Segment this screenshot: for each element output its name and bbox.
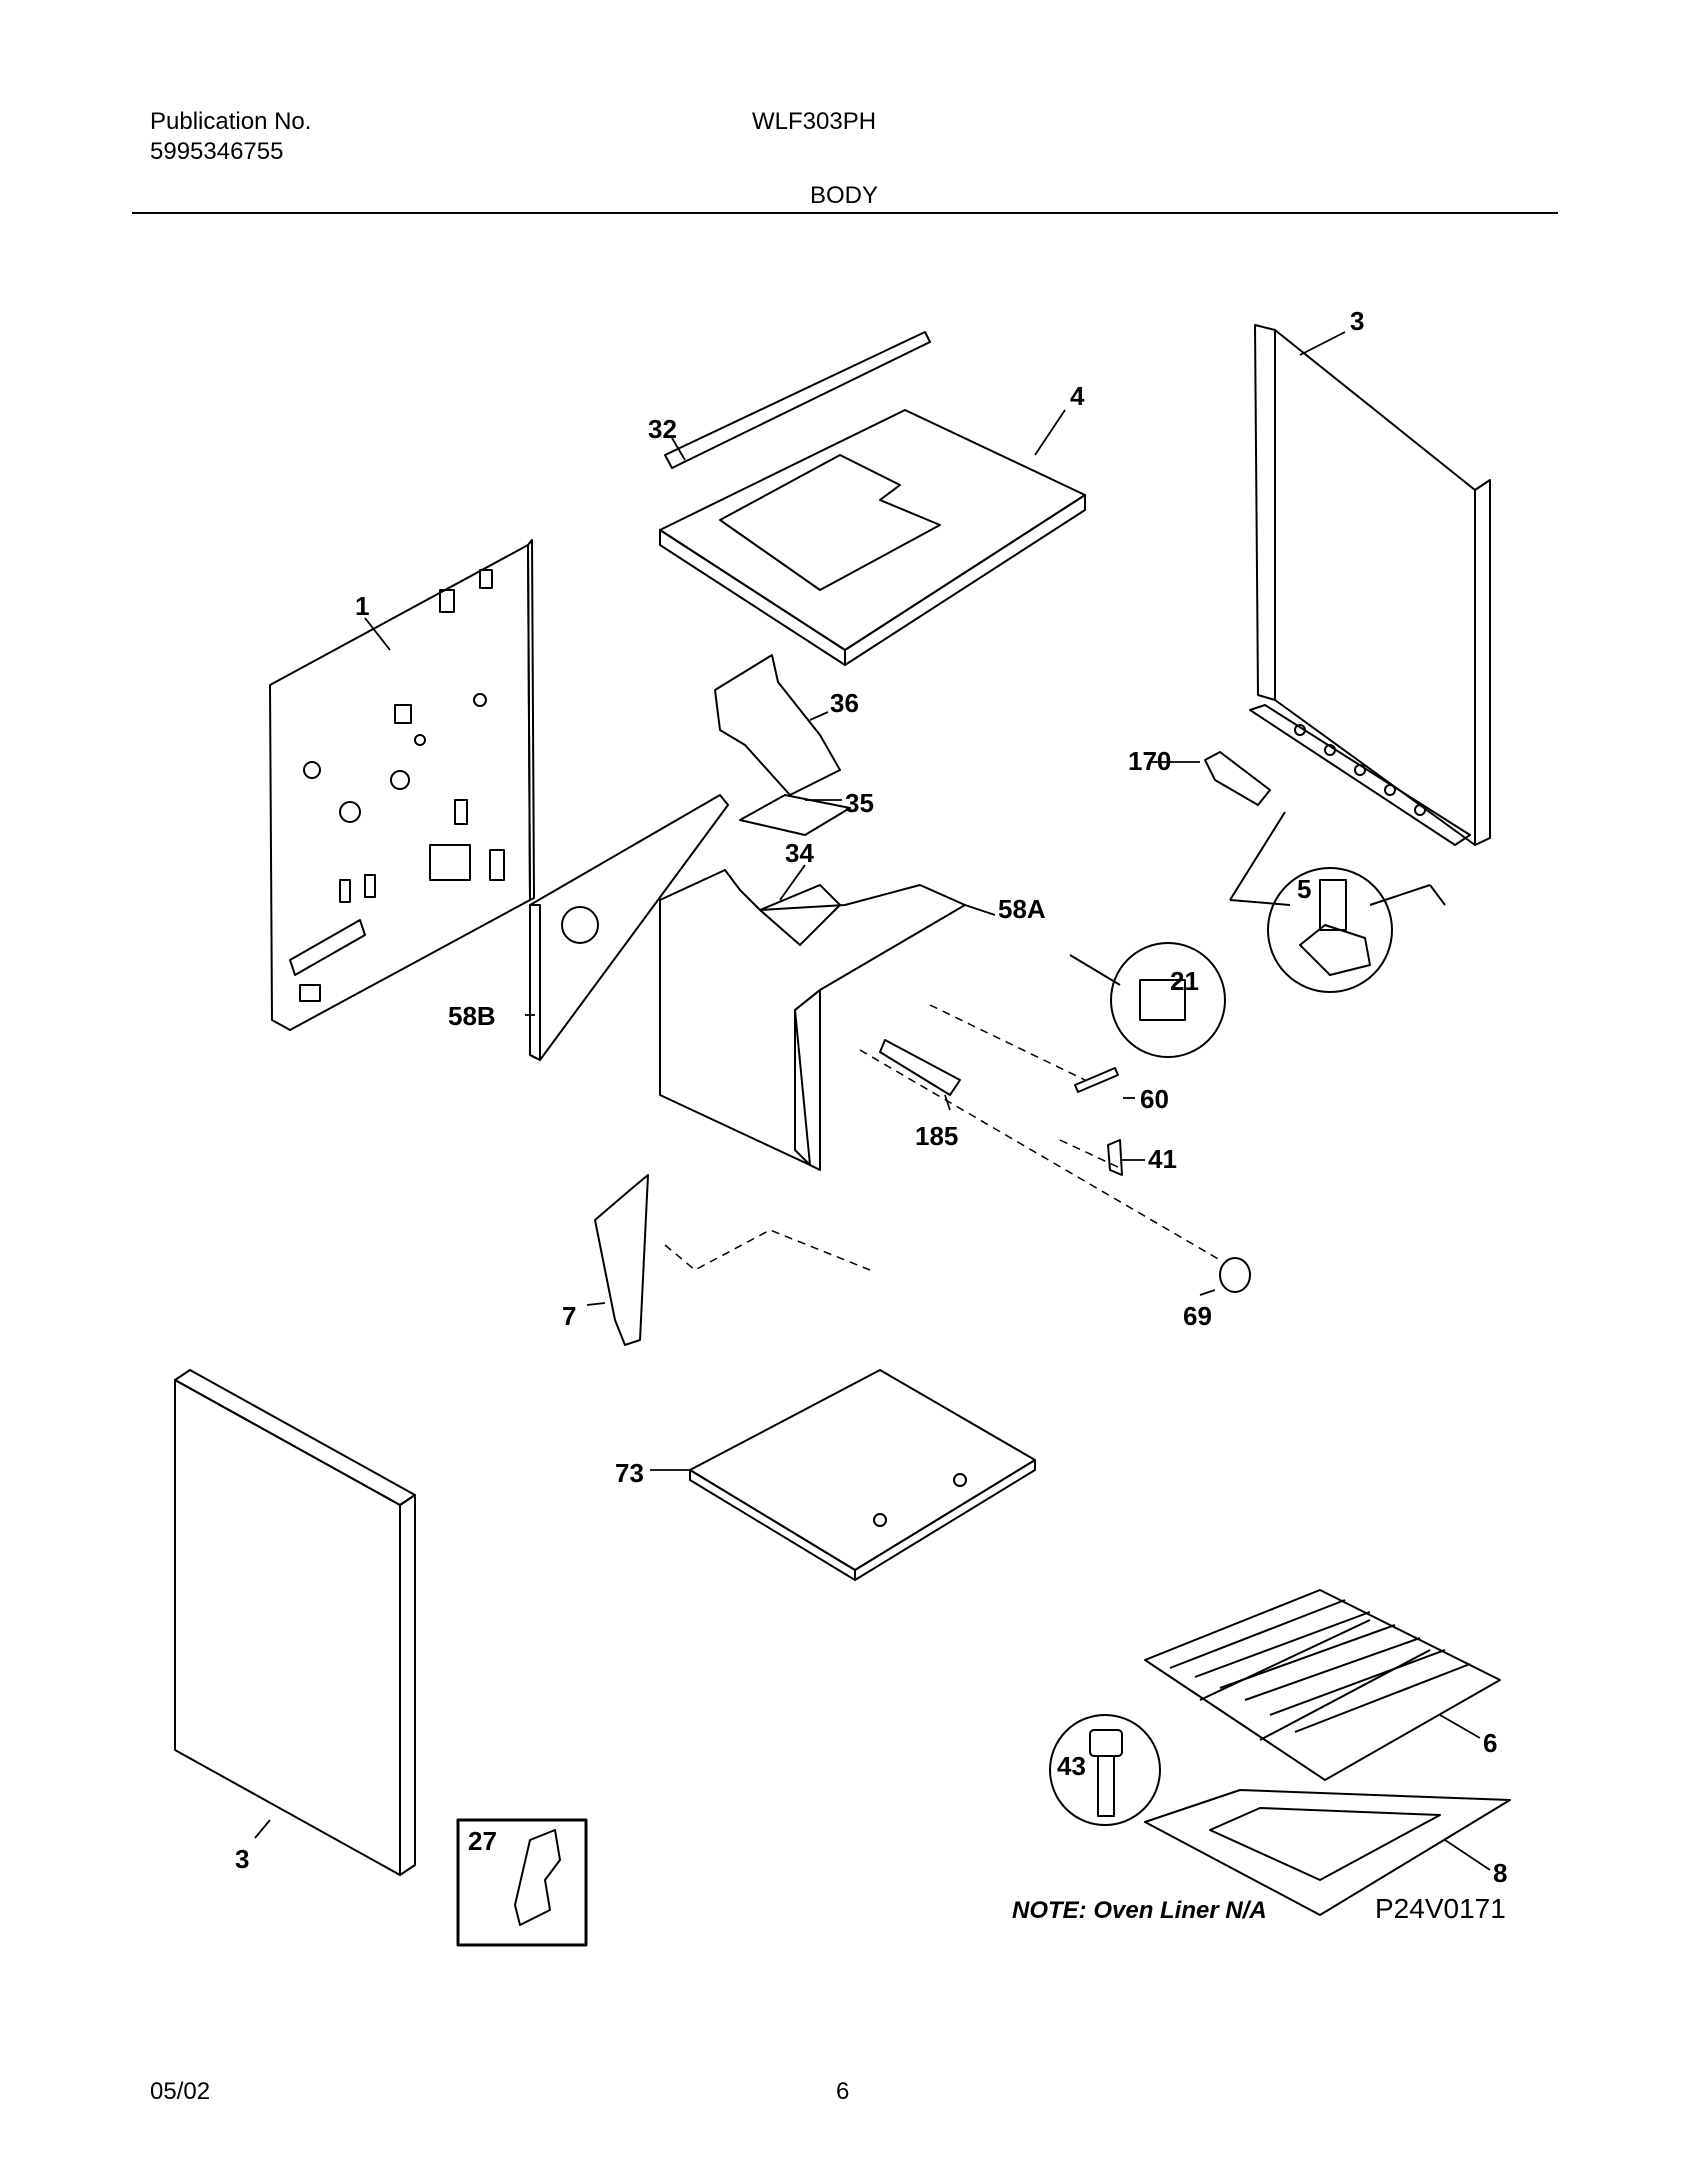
- callout-69: 69: [1183, 1301, 1212, 1331]
- callout-185: 185: [915, 1121, 958, 1151]
- part-5-leveler-detail: [1229, 811, 1446, 993]
- part-73-bottom-tray: [689, 1369, 1036, 1581]
- part-43-screw-detail: [1049, 1714, 1161, 1826]
- callout-58b: 58B: [448, 1001, 496, 1031]
- callout-7: 7: [562, 1301, 576, 1331]
- callout-27: 27: [468, 1826, 497, 1856]
- callout-73: 73: [615, 1458, 644, 1488]
- callout-36: 36: [830, 688, 859, 718]
- footer-date: 05/02: [150, 2078, 211, 2105]
- callout-170: 170: [1128, 746, 1171, 776]
- part-58b-front-frame-left: [529, 794, 729, 1061]
- part-1-rear-panel: [269, 539, 535, 1031]
- part-6-oven-rack: [1144, 1589, 1501, 1781]
- callout-32: 32: [648, 414, 677, 444]
- publication-label: Publication No.: [150, 108, 312, 135]
- callout-43: 43: [1057, 1751, 1086, 1781]
- part-170-bracket: [1204, 751, 1271, 806]
- oven-liner-note: NOTE: Oven Liner N/A: [1012, 1897, 1267, 1924]
- callout-60: 60: [1140, 1084, 1169, 1114]
- part-32-strip: [664, 331, 931, 469]
- part-36-duct: [714, 654, 841, 796]
- part-4-top-tray: [659, 409, 1086, 666]
- part-8-oven-liner: [1144, 1789, 1511, 1916]
- callout-34: 34: [785, 838, 814, 868]
- callout-35: 35: [845, 788, 874, 818]
- callout-41: 41: [1148, 1144, 1177, 1174]
- part-35-gasket: [739, 794, 851, 836]
- page-number: 6: [836, 2078, 850, 2105]
- section-title: BODY: [810, 182, 879, 209]
- part-21-detail: [1069, 942, 1226, 1058]
- callout-6: 6: [1483, 1728, 1497, 1758]
- part-69-plug: [1219, 1257, 1251, 1293]
- callout-4: 4: [1070, 381, 1085, 411]
- model-number: WLF303PH: [752, 108, 877, 135]
- publication-number: 5995346755: [150, 138, 284, 165]
- callout-3-top: 3: [1350, 306, 1364, 336]
- callout-3-bottom: 3: [235, 1844, 249, 1874]
- part-41-clip: [1107, 1139, 1123, 1176]
- callout-5: 5: [1297, 874, 1311, 904]
- part-3-top-side-panel: [1249, 324, 1491, 846]
- callout-1: 1: [355, 591, 369, 621]
- header-divider: [132, 212, 1558, 214]
- part-60-bracket: [1074, 1067, 1119, 1093]
- diagram-code: P24V0171: [1375, 1893, 1506, 1924]
- part-3-bottom-side-panel: [174, 1369, 416, 1876]
- part-7-hinge: [594, 1174, 649, 1346]
- callout-8: 8: [1493, 1858, 1507, 1888]
- callout-21: 21: [1170, 966, 1199, 996]
- part-27-inset: [456, 1818, 588, 1947]
- callout-58a: 58A: [998, 894, 1046, 924]
- part-185-trim: [879, 1039, 961, 1096]
